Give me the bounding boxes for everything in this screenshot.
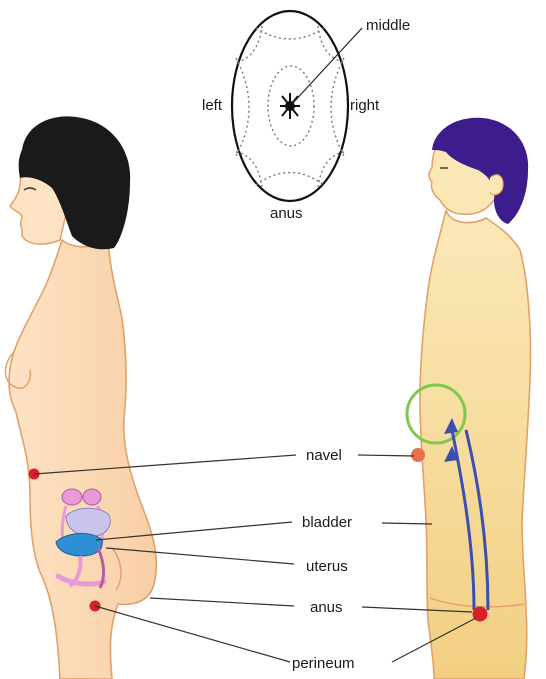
label-right: right — [350, 97, 380, 114]
anus-left-line — [150, 598, 294, 606]
navel-right-line — [358, 455, 414, 456]
anus-star-icon — [280, 93, 300, 119]
label-uterus: uterus — [306, 558, 348, 575]
label-left: left — [202, 97, 223, 114]
bladder-right-line — [382, 523, 432, 524]
perineum-oval-view: middle left right anus — [202, 11, 410, 222]
female-body — [9, 240, 156, 679]
ovary-right — [83, 489, 101, 505]
label-anus-top: anus — [270, 205, 303, 222]
label-bladder: bladder — [302, 514, 352, 531]
ovary-left — [62, 489, 82, 505]
male-ear — [490, 175, 503, 195]
label-navel: navel — [306, 447, 342, 464]
label-perineum: perineum — [292, 655, 355, 672]
perineum-left-line — [95, 606, 290, 662]
label-anus: anus — [310, 599, 343, 616]
female-figure — [5, 116, 156, 679]
male-figure — [407, 118, 531, 679]
label-middle: middle — [366, 17, 410, 34]
male-navel-point — [411, 448, 425, 462]
